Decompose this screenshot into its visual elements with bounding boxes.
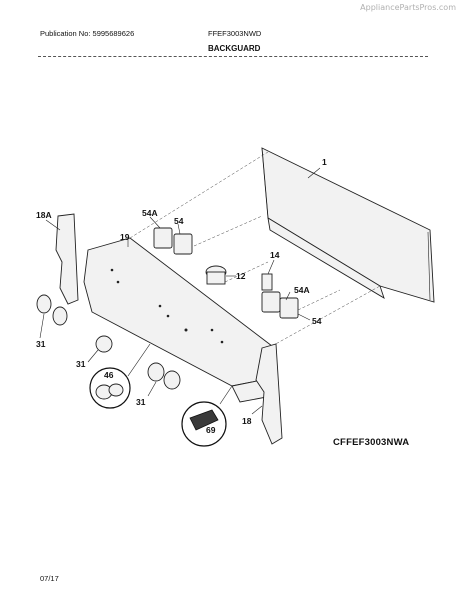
part-46-detail xyxy=(89,343,151,409)
callout-54a-right: 54A xyxy=(294,285,310,295)
part-right-end-cap xyxy=(251,343,283,445)
header-divider xyxy=(38,56,428,57)
part-timer xyxy=(205,265,236,285)
leader-14 xyxy=(267,259,275,275)
callout-31-mid: 31 xyxy=(76,359,86,369)
callout-46: 46 xyxy=(104,370,114,380)
callout-54-right: 54 xyxy=(312,316,322,326)
model-number: FFEF3003NWD xyxy=(208,29,262,38)
callout-1: 1 xyxy=(322,157,327,167)
callout-54a-top: 54A xyxy=(142,208,158,218)
part-knobs-bottom xyxy=(147,362,181,397)
figure-code: CFFEF3003NWA xyxy=(333,437,410,448)
callout-54-top: 54 xyxy=(174,216,184,226)
callout-19: 19 xyxy=(120,232,130,242)
part-knob-mid xyxy=(87,335,113,363)
assembly-guide-lines xyxy=(129,151,381,347)
callout-31-left: 31 xyxy=(36,339,46,349)
publication-number: Publication No: 5995689626 xyxy=(40,29,135,38)
callout-12: 12 xyxy=(236,271,246,281)
leader-18a xyxy=(45,219,61,231)
part-rear-panel xyxy=(261,147,435,303)
part-bracket xyxy=(261,259,275,291)
part-control-panel xyxy=(83,237,273,403)
section-title: BACKGUARD xyxy=(208,44,261,53)
part-switches-right xyxy=(261,291,311,321)
part-switches-top xyxy=(149,216,193,255)
part-69-detail xyxy=(181,385,233,447)
leader-18 xyxy=(251,405,263,415)
callout-18: 18 xyxy=(242,416,252,426)
footer-date: 07/17 xyxy=(40,574,59,583)
leader-1 xyxy=(307,167,321,179)
part-knobs-left xyxy=(36,294,68,339)
part-left-end-cap xyxy=(45,213,79,305)
callout-69: 69 xyxy=(206,425,216,435)
watermark: AppliancePartsPros.com xyxy=(360,3,456,12)
callout-18a: 18A xyxy=(36,210,52,220)
callout-14: 14 xyxy=(270,250,280,260)
callout-31-bottom: 31 xyxy=(136,397,146,407)
